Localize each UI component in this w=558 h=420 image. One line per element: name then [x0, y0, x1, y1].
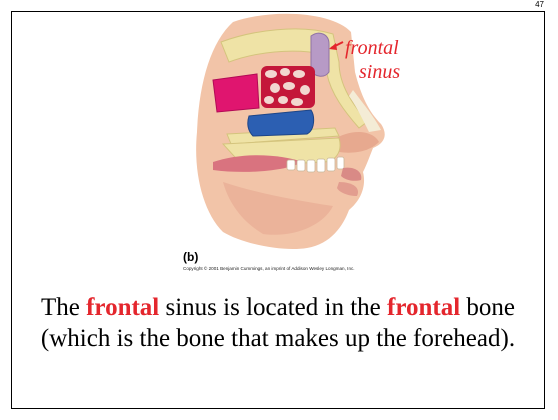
- sphenoid-sinus: [213, 74, 259, 112]
- frontal-sinus-label-line2: sinus: [359, 61, 400, 83]
- caption-highlight: frontal: [387, 294, 460, 321]
- frontal-sinus-label-line1: frontal: [345, 37, 399, 59]
- caption-text: sinus is located in the: [159, 294, 387, 321]
- panel-letter: (b): [183, 250, 198, 264]
- page-number: 47: [535, 0, 544, 9]
- caption: The frontal sinus is located in the fron…: [30, 292, 526, 354]
- copyright-notice: Copyright © 2001 Benjamin Cummings, an i…: [183, 266, 355, 271]
- caption-highlight: frontal: [86, 294, 159, 321]
- caption-text: The: [41, 294, 86, 321]
- ethmoid-cells: [261, 66, 315, 108]
